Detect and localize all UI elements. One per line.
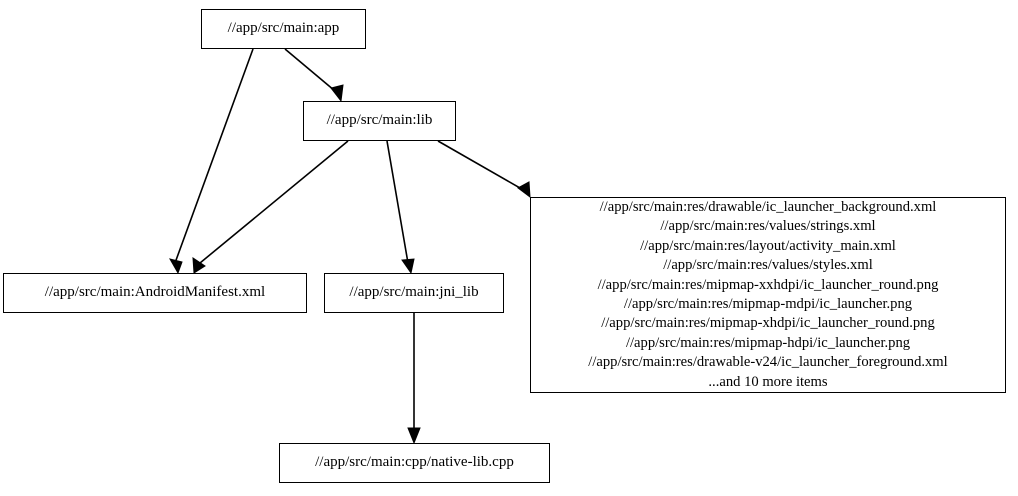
edge-arrowhead-icon — [192, 257, 206, 274]
edge-line — [386, 140, 409, 264]
edge-arrowhead-icon — [330, 84, 344, 103]
graph-node-label: //app/src/main:lib — [326, 112, 433, 129]
graph-node-res[interactable]: //app/src/main:res/drawable/ic_launcher_… — [530, 197, 1006, 393]
graph-edge — [437, 140, 531, 199]
graph-node-jni_lib[interactable]: //app/src/main:jni_lib — [324, 273, 504, 313]
edge-line — [174, 48, 254, 264]
graph-node-label: //app/src/main:AndroidManifest.xml — [44, 284, 266, 301]
graph-node-label: //app/src/main:app — [227, 20, 340, 37]
edge-arrowhead-icon — [407, 427, 421, 445]
graph-node-manifest[interactable]: //app/src/main:AndroidManifest.xml — [3, 273, 307, 313]
graph-edge — [386, 140, 415, 275]
edge-arrowhead-icon — [168, 258, 183, 275]
graph-node-lib[interactable]: //app/src/main:lib — [303, 101, 456, 141]
graph-node-label: //app/src/main:jni_lib — [349, 284, 479, 301]
edge-arrowhead-icon — [517, 181, 531, 199]
graph-node-native_lib[interactable]: //app/src/main:cpp/native-lib.cpp — [279, 443, 550, 483]
edge-arrowhead-icon — [401, 258, 415, 275]
edge-line — [199, 140, 349, 264]
graph-node-app[interactable]: //app/src/main:app — [201, 9, 366, 49]
graph-edge — [192, 140, 349, 274]
graph-node-label: //app/src/main:cpp/native-lib.cpp — [315, 454, 514, 471]
edge-line — [284, 48, 342, 97]
graph-edge — [284, 48, 344, 103]
graph-edge — [407, 313, 421, 445]
graph-edge — [168, 48, 254, 275]
graph-node-label: //app/src/main:res/drawable/ic_launcher_… — [588, 198, 948, 390]
edge-line — [437, 140, 528, 193]
